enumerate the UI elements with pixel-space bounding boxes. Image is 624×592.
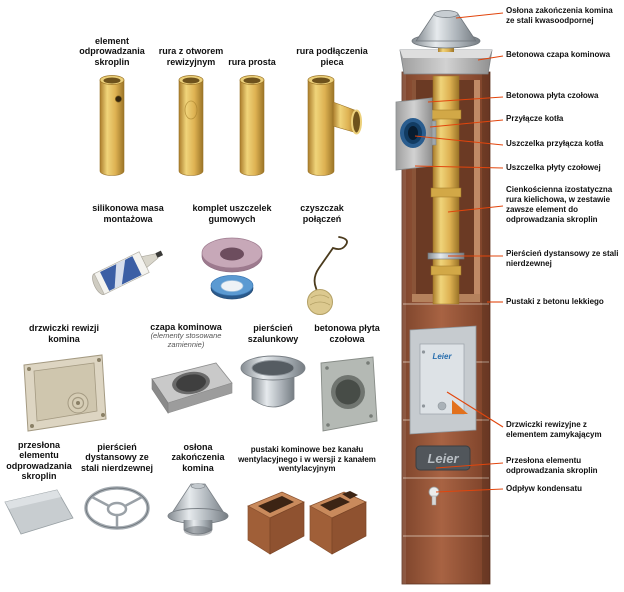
component-chimney-cap: czapa kominowa (elementy stosowane zamie… xyxy=(136,322,236,432)
chimney-top-cover-image xyxy=(167,483,229,536)
component-label: pierścień szalunkowy xyxy=(247,323,299,344)
component-gasket-set: komplet uszczelek gumowych xyxy=(186,202,278,312)
component-label: silikonowa masa montażowa xyxy=(92,203,164,224)
brand-plate-text: Leier xyxy=(427,451,459,466)
component-note: (elementy stosowane zamiennie) xyxy=(150,331,222,349)
inspection-pipe-image xyxy=(178,75,204,176)
component-straight-pipe: rura prosta xyxy=(224,34,280,183)
callout-condensate-drain: Odpływ kondensatu xyxy=(506,484,583,493)
component-label: pustaki kominowe bez kanału wentylacyjne… xyxy=(238,445,376,473)
component-label: element odprowadzania skroplin xyxy=(79,35,145,67)
callout-front-plate: Betonowa płyta czołowa xyxy=(506,91,599,100)
callout-boiler-connection: Przyłącze kotła xyxy=(506,114,564,123)
formwork-ring-image xyxy=(240,355,306,408)
component-formwork-ring: pierścień szalunkowy xyxy=(234,322,312,428)
gasket-set-image xyxy=(201,237,263,300)
component-joint-cleaner: czyszczak połączeń xyxy=(282,202,362,322)
callout-front-plate-gasket: Uszczelka płyty czołowej xyxy=(506,163,601,172)
chimney-cap-image xyxy=(151,362,233,414)
joint-cleaner-image xyxy=(307,236,348,315)
component-concrete-front-plate: betonowa płyta czołowa xyxy=(310,322,384,442)
component-label: betonowa płyta czołowa xyxy=(314,323,380,344)
straight-pipe-image xyxy=(239,75,265,176)
callout-lightweight-blocks: Pustaki z betonu lekkiego xyxy=(506,297,604,306)
component-boiler-connection-pipe: rura podłączenia pieca xyxy=(286,34,378,183)
callout-isostatic-pipe: Cienkościenna izostatyczna rura kielicho… xyxy=(506,185,613,224)
component-inspection-pipe: rura z otworem rewizyjnym xyxy=(152,34,230,183)
component-label: pierścień dystansowy ze stali nierdzewne… xyxy=(80,441,154,473)
component-condensate-drain-pipe: element odprowadzania skroplin xyxy=(72,34,152,183)
component-label: czapa kominowa xyxy=(150,322,222,332)
silicone-sealant-image xyxy=(92,250,164,295)
chimney-cutaway-illustration: Leier Leier xyxy=(395,10,493,585)
component-label: osłona zakończenia komina xyxy=(171,441,225,473)
callout-spacer-ring: Pierścień dystansowy ze stali nierdzewne… xyxy=(506,249,619,268)
component-chimney-blocks: pustaki kominowe bez kanału wentylacyjne… xyxy=(232,440,382,565)
component-label: czyszczak połączeń xyxy=(300,203,344,224)
component-drain-cover-plate: przesłona elementu odprowadzania skropli… xyxy=(0,440,78,547)
callout-concrete-cap: Betonowa czapa kominowa xyxy=(506,50,611,59)
component-spacer-ring: pierścień dystansowy ze stali nierdzewne… xyxy=(78,440,156,547)
door-brand-text: Leier xyxy=(432,352,452,361)
callout-top-cover: Osłona zakończenia komina ze stali kwaso… xyxy=(506,6,613,25)
concrete-front-plate-image xyxy=(320,356,378,432)
condensate-drain-pipe-image xyxy=(99,75,125,176)
drain-cover-plate-image xyxy=(4,489,74,535)
component-label: rura podłączenia pieca xyxy=(296,46,368,67)
component-inspection-door: drzwiczki rewizji komina xyxy=(16,322,112,442)
callout-boiler-gasket: Uszczelka przyłącza kotła xyxy=(506,139,604,148)
chimney-blocks-image xyxy=(247,491,367,555)
component-label: rura z otworem rewizyjnym xyxy=(158,46,224,67)
component-chimney-top-cover: osłona zakończenia komina xyxy=(158,440,238,553)
component-silicone-sealant: silikonowa masa montażowa xyxy=(80,202,176,316)
component-label: rura prosta xyxy=(228,56,276,67)
callout-inspection-door: Drzwiczki rewizyjne z elementem zamykają… xyxy=(506,420,602,439)
spacer-ring-image xyxy=(84,486,150,530)
inspection-door-image xyxy=(23,354,107,432)
component-label: drzwiczki rewizji komina xyxy=(28,323,100,344)
component-label: komplet uszczelek gumowych xyxy=(192,203,272,224)
callout-drain-cover: Przesłona elementu odprowadzania skropli… xyxy=(506,456,598,475)
component-label: przesłona elementu odprowadzania skropli… xyxy=(6,440,72,482)
boiler-connection-pipe-image xyxy=(307,75,362,176)
